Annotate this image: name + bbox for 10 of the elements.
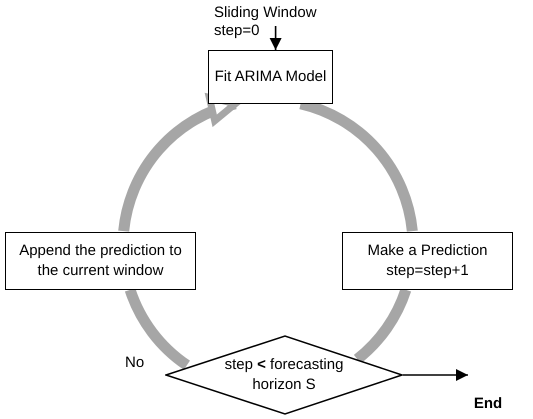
arrow bbox=[270, 26, 282, 50]
cycle-arc-arrow bbox=[118, 96, 239, 232]
input-label: Sliding Window step=0 bbox=[214, 4, 324, 42]
process-box: Append the prediction to the current window bbox=[5, 232, 196, 290]
process-box: Fit ARIMA Model bbox=[208, 50, 333, 104]
edge-label: No bbox=[124, 355, 146, 370]
decision-diamond: step < forecasting horizon S bbox=[165, 335, 403, 415]
end-label: End bbox=[468, 366, 508, 414]
arrow bbox=[403, 369, 468, 381]
process-box: Make a Prediction step=step+1 bbox=[342, 232, 513, 290]
